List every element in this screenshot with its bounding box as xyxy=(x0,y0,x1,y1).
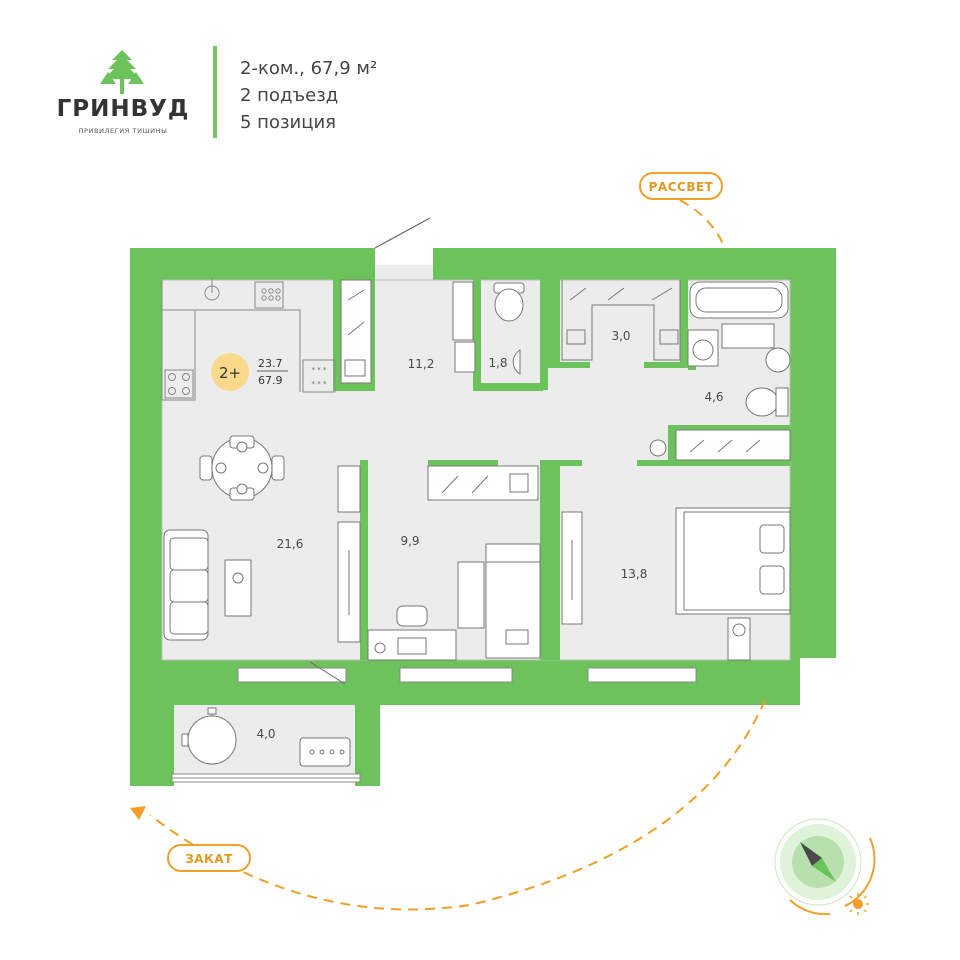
interior-walls xyxy=(333,278,790,660)
room-area-hallway: 11,2 xyxy=(408,357,435,371)
kitchen-furniture: * * * * * * xyxy=(161,278,336,401)
room-area-toilet: 1,8 xyxy=(488,356,507,370)
sunrise-label: РАССВЕТ xyxy=(639,172,723,200)
sunset-label: ЗАКАТ xyxy=(167,844,251,872)
hallway-wardrobe xyxy=(340,279,476,384)
sofa xyxy=(163,529,252,641)
windows xyxy=(171,667,697,783)
bedroom-closet xyxy=(649,429,791,461)
sun-path xyxy=(149,199,766,911)
compass-icon xyxy=(774,818,876,916)
badge-total-area: 67.9 xyxy=(258,374,283,387)
svg-text:* * *: * * * xyxy=(312,366,327,374)
room-area-bedroom-large: 13,8 xyxy=(621,567,648,581)
apartment-info: 2-ком., 67,9 м² 2 подъезд 5 позиция xyxy=(240,55,377,136)
apartment-position: 5 позиция xyxy=(240,112,337,133)
brand-tagline: ПРИВИЛЕГИЯ ТИШИНЫ xyxy=(78,127,168,135)
svg-text:* * *: * * * xyxy=(312,380,327,388)
sunset-arrow xyxy=(130,806,146,820)
badge-rooms: 2+ xyxy=(219,364,241,382)
outer-walls xyxy=(130,248,836,786)
apartment-entrance: 2 подъезд xyxy=(240,85,339,106)
room-area-bathroom: 4,6 xyxy=(704,390,723,404)
small-bedroom-furniture xyxy=(337,465,541,661)
dining-table xyxy=(199,435,285,501)
svg-text:ЗАКАТ: ЗАКАТ xyxy=(185,852,233,866)
svg-text:РАССВЕТ: РАССВЕТ xyxy=(649,180,714,194)
balcony-door xyxy=(309,661,346,685)
large-bedroom-furniture xyxy=(561,507,791,661)
header: ГРИНВУД ПРИВИЛЕГИЯ ТИШИНЫ 2-ком., 67,9 м… xyxy=(0,0,960,160)
toilet-fixtures xyxy=(493,282,525,375)
header-divider xyxy=(213,46,217,138)
wardrobe-room-furniture xyxy=(561,280,681,361)
apartment-type-area: 2-ком., 67,9 м² xyxy=(240,58,378,79)
room-area-bedroom-small: 9,9 xyxy=(400,534,419,548)
brand-name: ГРИНВУД xyxy=(56,96,190,122)
badge-living-area: 23.7 xyxy=(258,357,283,370)
bathroom-fixtures xyxy=(687,281,791,417)
entrance-door xyxy=(374,217,431,249)
room-area-wardrobe: 3,0 xyxy=(611,329,630,343)
room-area-balcony: 4,0 xyxy=(256,727,275,741)
tree-logo-icon xyxy=(100,50,144,94)
sun-icon xyxy=(847,893,869,915)
balcony-furniture xyxy=(181,707,351,767)
apartment-badge: 2+ 23.7 67.9 xyxy=(211,353,288,391)
room-area-kitchen-living: 21,6 xyxy=(277,537,304,551)
